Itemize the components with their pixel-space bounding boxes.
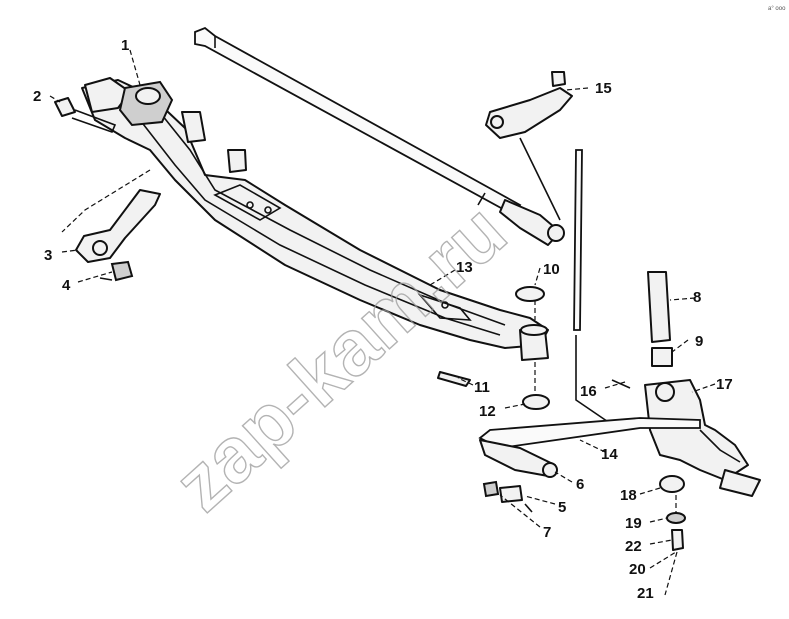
callout-1: 1 <box>121 37 129 54</box>
callout-7: 7 <box>543 524 551 541</box>
steering-arm-left <box>75 189 161 282</box>
callout-22: 22 <box>625 538 642 555</box>
callout-19: 19 <box>625 515 642 532</box>
tie-rod-upper <box>194 26 565 246</box>
callout-13: 13 <box>456 259 473 276</box>
king-pin-set <box>437 286 550 410</box>
callout-20: 20 <box>629 561 646 578</box>
bushing-2 <box>54 97 117 134</box>
callout-16: 16 <box>580 383 597 400</box>
callout-10: 10 <box>543 261 560 278</box>
lower-pin-stack <box>659 475 686 596</box>
callout-15: 15 <box>595 80 612 97</box>
callout-14: 14 <box>601 446 618 463</box>
callout-11: 11 <box>474 379 490 396</box>
tie-rod-lower <box>478 417 701 513</box>
callout-8: 8 <box>693 289 701 306</box>
callout-17: 17 <box>716 376 733 393</box>
steering-knuckle-right <box>611 379 761 497</box>
callout-3: 3 <box>44 247 52 264</box>
corner-mark: a° ooo <box>768 6 786 12</box>
callout-21: 21 <box>637 585 654 602</box>
drag-link <box>573 149 621 431</box>
steering-knuckle-left <box>84 77 247 173</box>
callout-9: 9 <box>695 333 703 350</box>
shackle-right <box>647 271 673 367</box>
callout-12: 12 <box>479 403 496 420</box>
callout-6: 6 <box>576 476 584 493</box>
callout-18: 18 <box>620 487 637 504</box>
callout-4: 4 <box>62 277 71 294</box>
pitman-arm <box>485 71 573 221</box>
callout-labels: 1 2 3 4 5 6 7 8 9 10 11 12 13 14 15 16 1… <box>33 37 733 602</box>
leader-lines <box>49 49 716 569</box>
callout-5: 5 <box>558 499 566 516</box>
callout-2: 2 <box>33 88 41 105</box>
